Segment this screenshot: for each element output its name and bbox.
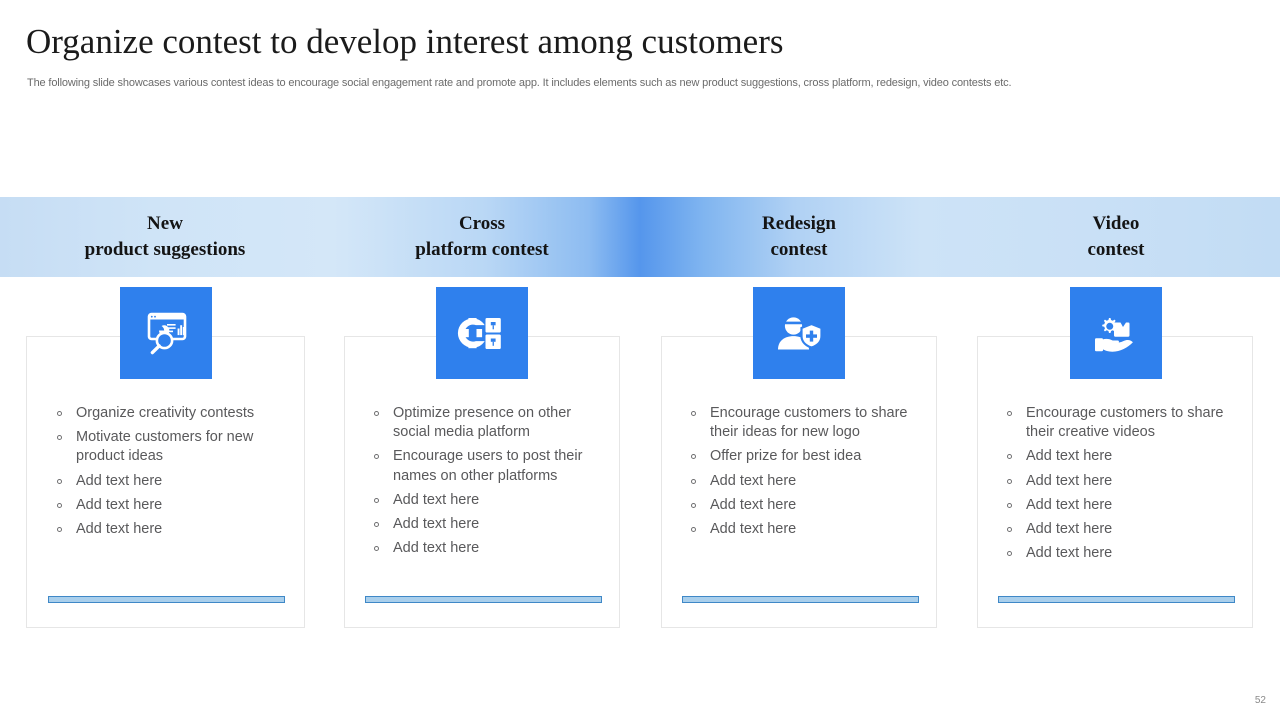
category-heading-line2: contest (770, 239, 828, 260)
card-accent-bar (682, 596, 919, 603)
category-band: New product suggestions Cross platform c… (0, 197, 1280, 277)
gear-server-icon-tile[interactable] (436, 287, 528, 379)
card-accent-bar (48, 596, 285, 603)
list-item: Add text here (371, 539, 593, 558)
list-item: Add text here (1004, 447, 1226, 466)
user-shield-plus-icon (778, 317, 823, 350)
list-item: Add text here (688, 520, 910, 539)
bullet-list: Optimize presence on other social media … (371, 404, 593, 563)
category-heading-line2: platform contest (415, 239, 549, 260)
list-item: Add text here (54, 472, 276, 491)
list-item: Add text here (688, 472, 910, 491)
page-subtitle: The following slide showcases various co… (27, 77, 1012, 89)
page-title: Organize contest to develop interest amo… (26, 22, 784, 61)
contest-card-redesign-contest[interactable]: Encourage customers to share their ideas… (661, 336, 937, 628)
list-item: Offer prize for best idea (688, 447, 910, 466)
card-accent-bar (365, 596, 602, 603)
user-shield-plus-icon-tile[interactable] (753, 287, 845, 379)
category-heading-line1: Video (1092, 213, 1140, 234)
list-item: Add text here (54, 520, 276, 539)
dashboard-search-icon (147, 312, 187, 355)
bullet-list: Organize creativity contests Motivate cu… (54, 404, 276, 544)
bullet-list: Encourage customers to share their ideas… (688, 404, 910, 544)
category-heading-new-product-suggestions: New product suggestions (25, 197, 305, 277)
dashboard-search-icon-tile[interactable] (120, 287, 212, 379)
category-heading-line1: New (147, 213, 183, 234)
list-item: Add text here (1004, 496, 1226, 515)
category-heading-cross-platform-contest: Cross platform contest (342, 197, 622, 277)
contest-card-video-contest[interactable]: Encourage customers to share their creat… (977, 336, 1253, 628)
card-accent-bar (998, 596, 1235, 603)
hand-box-gear-icon-tile[interactable] (1070, 287, 1162, 379)
category-heading-redesign-contest: Redesign contest (659, 197, 939, 277)
contest-card-cross-platform-contest[interactable]: Optimize presence on other social media … (344, 336, 620, 628)
list-item: Encourage customers to share their ideas… (688, 404, 910, 442)
list-item: Encourage customers to share their creat… (1004, 404, 1226, 442)
category-heading-video-contest: Video contest (976, 197, 1256, 277)
category-heading-line2: product suggestions (84, 239, 246, 260)
list-item: Add text here (1004, 544, 1226, 563)
list-item: Motivate customers for new product ideas (54, 428, 276, 466)
list-item: Add text here (54, 496, 276, 515)
bullet-list: Encourage customers to share their creat… (1004, 404, 1226, 568)
list-item: Add text here (371, 491, 593, 510)
list-item: Organize creativity contests (54, 404, 276, 423)
list-item: Add text here (371, 515, 593, 534)
category-heading-line1: Cross (458, 213, 506, 234)
category-heading-line1: Redesign (762, 213, 836, 234)
page-number: 52 (1254, 695, 1266, 706)
hand-box-gear-icon (1095, 318, 1133, 352)
list-item: Encourage users to post their names on o… (371, 447, 593, 485)
list-item: Add text here (1004, 520, 1226, 539)
gear-server-icon (457, 318, 501, 349)
list-item: Add text here (688, 496, 910, 515)
list-item: Optimize presence on other social media … (371, 404, 593, 442)
category-heading-line2: contest (1087, 239, 1145, 260)
list-item: Add text here (1004, 472, 1226, 491)
contest-card-new-product-suggestions[interactable]: Organize creativity contests Motivate cu… (26, 336, 305, 628)
